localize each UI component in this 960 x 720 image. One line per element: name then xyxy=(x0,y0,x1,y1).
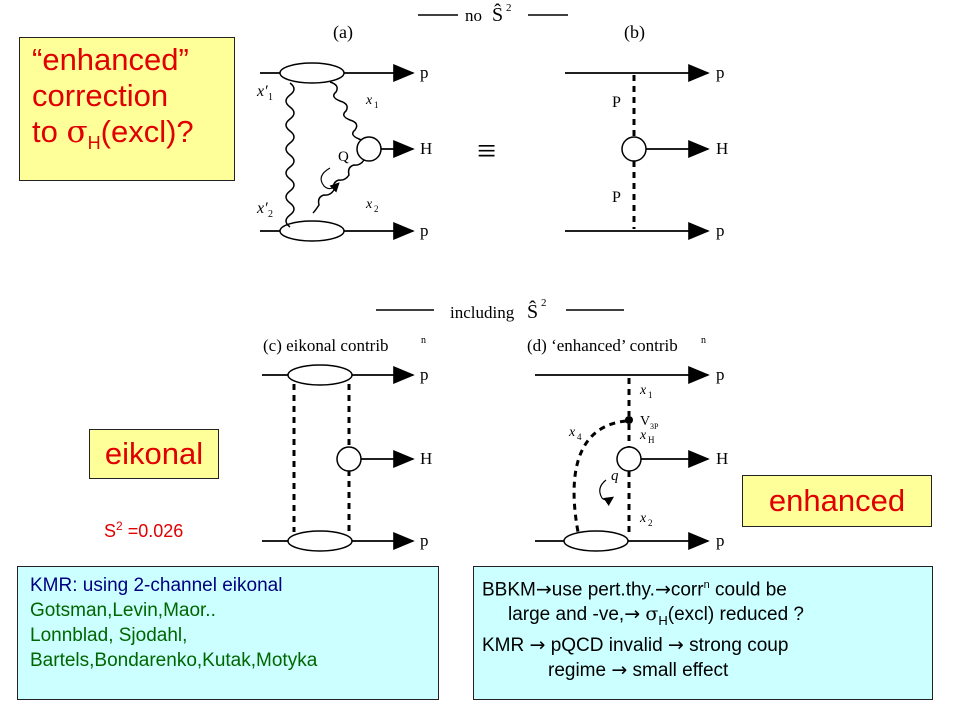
diagram-c: (c) eikonal contrib n p p H xyxy=(262,335,432,552)
svg-text:2: 2 xyxy=(506,2,512,14)
diagram-b: (b) P P p p H xyxy=(565,22,728,240)
no-s2-text: no xyxy=(465,6,482,25)
kmr-line-4: Bartels,Bondarenko,Kutak,Motyka xyxy=(30,650,318,671)
s2-survival-value: S2 =0.026 xyxy=(104,519,184,541)
correction-question-box: “enhanced” correction to σH(excl)? xyxy=(19,37,235,181)
arrow-icon: → xyxy=(535,578,552,601)
svg-text:p: p xyxy=(716,63,725,82)
bbkm-line-2: large and -ve,→ σH(excl) reduced ? xyxy=(508,603,804,629)
svg-text:1: 1 xyxy=(374,100,379,110)
arrow-icon: → xyxy=(611,659,628,682)
arrow-icon: → xyxy=(529,634,546,657)
svg-text:Ŝ: Ŝ xyxy=(527,299,538,323)
diagram-d: (d) ‘enhanced’ contrib n q x 1 V 3P x H … xyxy=(527,335,728,552)
correction-line-1: “enhanced” xyxy=(32,42,189,77)
svg-text:2: 2 xyxy=(374,204,379,214)
svg-text:p: p xyxy=(716,531,725,550)
svg-text:x: x xyxy=(639,428,647,443)
svg-text:p: p xyxy=(716,221,725,240)
equiv-symbol: ≡ xyxy=(477,133,496,170)
enhanced-label-box: enhanced xyxy=(742,475,932,527)
kmr-references-box: KMR: using 2-channel eikonal Gotsman,Lev… xyxy=(17,566,439,700)
s2-symbol: Ŝ xyxy=(492,2,503,26)
svg-text:x′: x′ xyxy=(256,83,268,100)
svg-text:H: H xyxy=(420,449,432,468)
svg-text:2: 2 xyxy=(648,518,653,528)
svg-text:H: H xyxy=(716,139,728,158)
svg-text:3P: 3P xyxy=(650,422,659,431)
bbkm-comment-box: BBKM→use pert.thy.→corrn could be large … xyxy=(473,566,933,700)
svg-text:x: x xyxy=(365,197,373,212)
correction-line-2: correction xyxy=(32,78,169,113)
diagram-a: (a) Q p p H x′ 1 x′ 2 x 1 x 2 xyxy=(256,22,432,242)
svg-text:n: n xyxy=(421,335,426,346)
svg-text:n: n xyxy=(701,335,706,346)
svg-text:2: 2 xyxy=(541,297,547,309)
enhanced-label: enhanced xyxy=(768,483,906,518)
svg-text:x: x xyxy=(568,425,576,440)
svg-text:H: H xyxy=(420,139,432,158)
svg-text:1: 1 xyxy=(268,92,273,103)
diagram-d-label: (d) ‘enhanced’ contrib xyxy=(527,336,678,355)
eikonal-label: eikonal xyxy=(104,436,204,471)
svg-text:2: 2 xyxy=(268,209,273,220)
svg-text:4: 4 xyxy=(577,432,582,442)
svg-text:p: p xyxy=(420,531,429,550)
kmr-line-2: Gotsman,Levin,Maor.. xyxy=(30,600,216,621)
bbkm-line-3: KMR → pQCD invalid → strong coup xyxy=(482,634,789,657)
eikonal-label-box: eikonal xyxy=(89,429,219,479)
diagram-b-label: (b) xyxy=(624,22,645,43)
svg-text:x: x xyxy=(639,511,647,526)
arrow-icon: → xyxy=(667,634,684,657)
correction-line-3: to σH(excl)? xyxy=(32,114,194,154)
diagram-a-label: (a) xyxy=(333,22,353,43)
svg-text:H: H xyxy=(648,435,655,445)
diagram-c-label: (c) eikonal contrib xyxy=(263,336,389,355)
bbkm-line-1: BBKM→use pert.thy.→corrn could be xyxy=(482,578,787,601)
including-s2-text: including xyxy=(450,303,515,322)
arrow-icon: → xyxy=(654,578,671,601)
svg-text:p: p xyxy=(420,365,429,384)
svg-text:p: p xyxy=(420,221,429,240)
svg-text:V: V xyxy=(640,414,650,429)
svg-text:P: P xyxy=(612,94,621,111)
kmr-line-1: KMR: using 2-channel eikonal xyxy=(30,575,283,596)
svg-text:q: q xyxy=(611,468,619,484)
bbkm-line-4: regime → small effect xyxy=(548,659,729,682)
svg-text:H: H xyxy=(716,449,728,468)
svg-text:P: P xyxy=(612,189,621,206)
svg-text:x: x xyxy=(365,93,373,108)
svg-text:p: p xyxy=(420,63,429,82)
svg-text:x: x xyxy=(639,383,647,398)
svg-text:x′: x′ xyxy=(256,200,268,217)
kmr-line-3: Lonnblad, Sjodahl, xyxy=(30,625,188,646)
svg-text:Q: Q xyxy=(338,149,349,165)
svg-text:p: p xyxy=(716,365,725,384)
bottom-header: including Ŝ 2 xyxy=(376,297,624,323)
svg-text:1: 1 xyxy=(648,390,653,400)
arrow-icon: → xyxy=(624,603,641,626)
top-header: no Ŝ 2 xyxy=(418,2,568,26)
